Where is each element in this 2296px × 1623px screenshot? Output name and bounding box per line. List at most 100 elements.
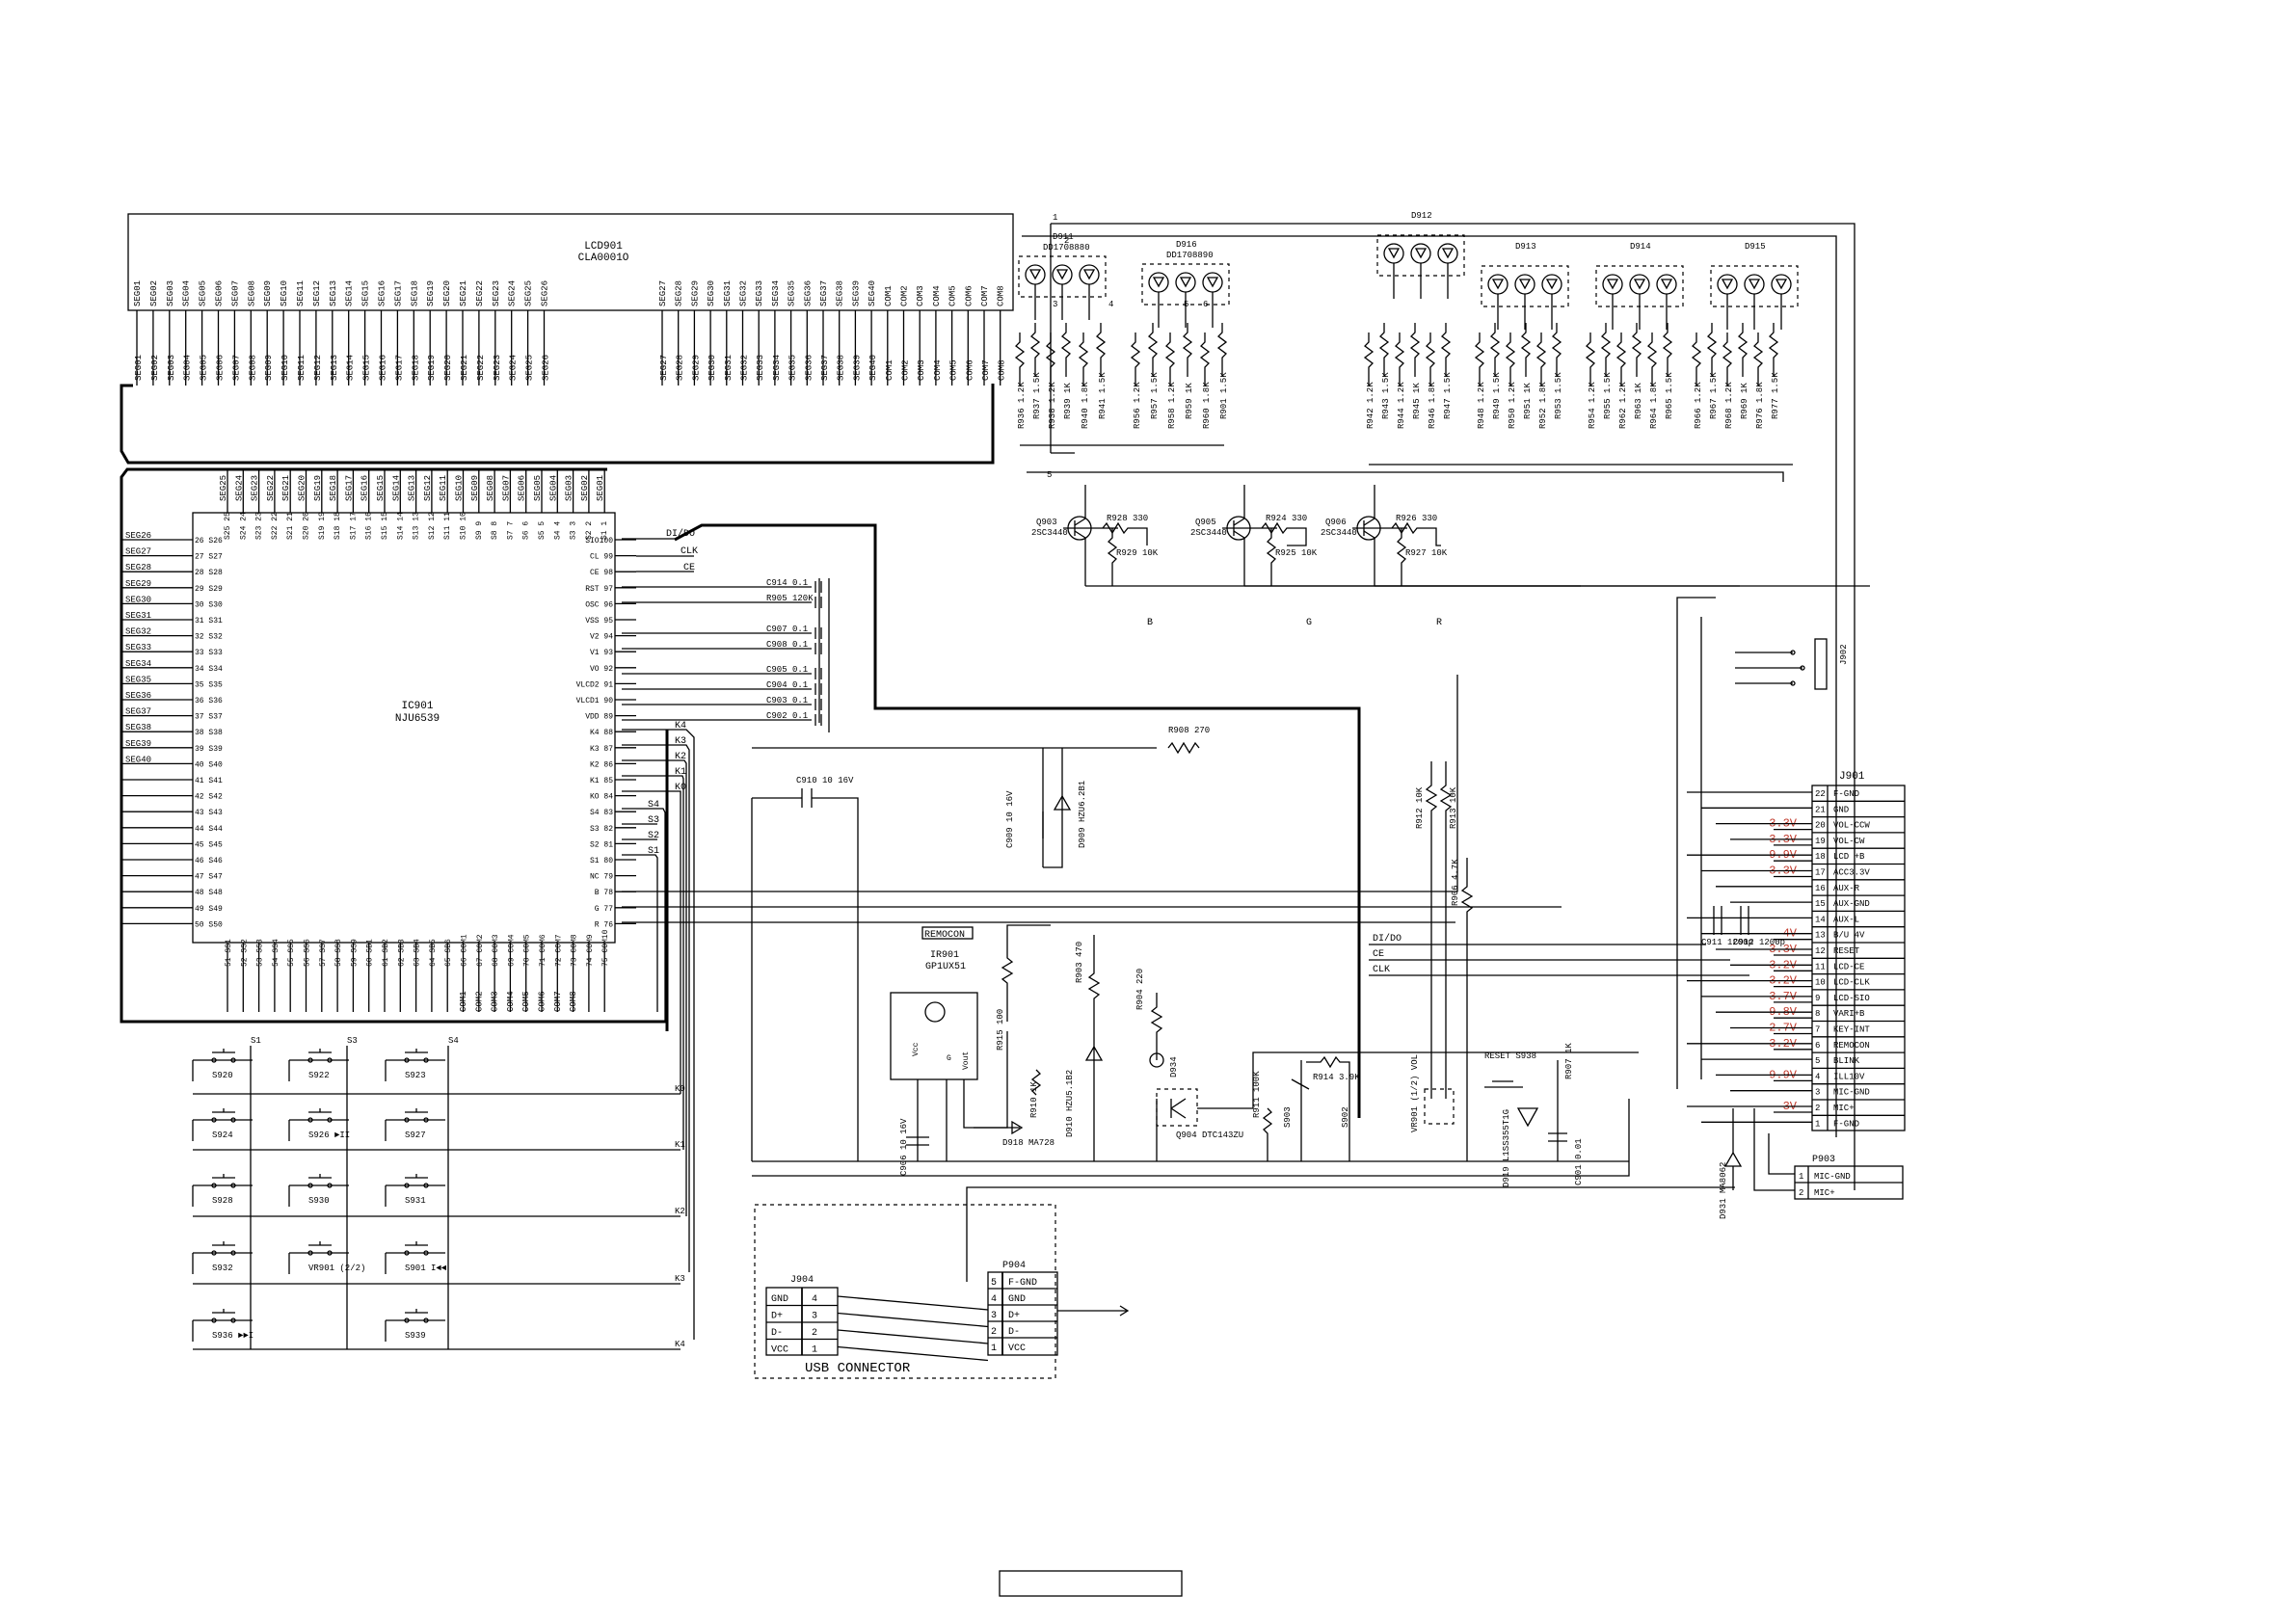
j901-pin-no: 5: [1815, 1056, 1820, 1066]
led-resistor-label: R901 1.5K: [1219, 372, 1229, 419]
lcd-pin-label: SEG23: [492, 280, 501, 306]
lcd-pin-label: COM3: [916, 285, 925, 306]
ic-top-pin: S22 22: [271, 512, 280, 540]
bus-label-k0: K0: [675, 783, 686, 793]
ic-top-net: SEG21: [281, 475, 291, 501]
lcd-net-label: SEG05: [200, 355, 209, 381]
ic-left-pin: 47 S47: [195, 873, 223, 882]
ic-left-net: SEG37: [125, 707, 151, 717]
j904-ref: J904: [790, 1275, 814, 1286]
led-resistor-label: R949 1.5K: [1492, 372, 1502, 419]
transistor-rpull: R925 10K: [1275, 548, 1318, 558]
ic-left-net: SEG34: [125, 659, 151, 669]
switch-label: S924: [212, 1131, 233, 1140]
ic-top-pin: S23 23: [255, 512, 264, 540]
ic901-body: [192, 512, 616, 944]
lcd-net-label: SEG03: [167, 355, 176, 381]
ir-pin-vcc: Vcc: [912, 1042, 921, 1056]
r915-label: R915 100: [996, 1009, 1005, 1051]
ic-left-pin: 36 S36: [195, 697, 223, 705]
lcd-net-label: SEG11: [297, 355, 307, 381]
ic-right-pin: K4 88: [590, 729, 613, 737]
ic-bottom-net: COM5: [521, 991, 531, 1012]
ic-top-pin: S9 9: [475, 521, 484, 540]
led-ref: D915: [1745, 242, 1766, 252]
lcd-pin-label: SEG27: [658, 280, 668, 306]
ic-left-pin: 48 S48: [195, 889, 223, 897]
j901-pin-name: LCD-CLK: [1833, 978, 1870, 988]
p903-pin1-name: MIC-GND: [1814, 1172, 1851, 1182]
lcd-pin-label: SEG06: [215, 280, 225, 306]
lcd-pin-label: SEG22: [475, 280, 485, 306]
ic-right-pin: B 78: [595, 889, 613, 897]
ic-bottom-pin: 72 COM7: [554, 934, 563, 967]
lcd-net-label: SEG39: [852, 355, 862, 381]
transistor-ref: Q906: [1325, 518, 1347, 527]
bottom-empty-box: [999, 1570, 1183, 1597]
led-ref: D911: [1053, 232, 1074, 242]
d918-label: D918 MA728: [1002, 1138, 1055, 1148]
lcd-net-label: COM3: [917, 359, 926, 381]
lcd-pin-label: SEG32: [739, 280, 749, 306]
ic-top-net: SEG07: [501, 475, 511, 501]
led-marker: 3: [1053, 300, 1057, 309]
c910-label: C910 10 16V: [796, 776, 854, 785]
ir901-body: [890, 992, 978, 1080]
j901-pin-no: 7: [1815, 1025, 1820, 1035]
c912-label: C912 1200p: [1733, 938, 1785, 947]
r903-label: R903 470: [1075, 942, 1084, 983]
j904-pin-name: D-: [771, 1328, 783, 1339]
d931-label: D931 MA8062: [1719, 1162, 1728, 1219]
j901-ref: J901: [1839, 771, 1865, 783]
led-ref: D914: [1630, 242, 1651, 252]
led-marker: 5: [1184, 300, 1188, 309]
ic-top-net: SEG16: [360, 475, 370, 501]
ic-left-net: SEG33: [125, 643, 151, 652]
switch-label: S922: [308, 1071, 330, 1080]
ic-bottom-pin: 61 SB2: [382, 939, 390, 967]
bus-label-k2: K2: [675, 752, 686, 762]
transistor-rpull: R929 10K: [1116, 548, 1159, 558]
j901-pin-no: 4: [1815, 1072, 1820, 1081]
transistor-rbase: R928 330: [1107, 514, 1148, 523]
ic-bottom-pin: 62 SB3: [397, 939, 406, 967]
lcd-pin-label: SEG14: [345, 280, 355, 306]
p904-body: [987, 1271, 1058, 1356]
ic-bottom-pin: 67 COM2: [476, 934, 485, 967]
ic-bottom-pin: 59 SS9: [350, 939, 359, 967]
ic-bottom-pin: 58 SS8: [334, 939, 343, 967]
ic-bottom-pin: 66 COM1: [461, 934, 469, 967]
r907-label: R907 1K: [1564, 1043, 1574, 1079]
ic-right-pin: S2 81: [590, 840, 613, 849]
lcd-net-label: SEG18: [411, 355, 420, 381]
q904-label: Q904 DTC143ZU: [1176, 1131, 1243, 1140]
lcd-pin-label: SEG05: [199, 280, 208, 306]
bus-label-s3: S3: [648, 815, 659, 826]
j901-pin-no: 18: [1815, 852, 1826, 862]
led-resistor-label: R962 1.2K: [1618, 382, 1628, 429]
led-resistor-label: R942 1.2K: [1366, 382, 1375, 429]
transistor-net: B: [1147, 618, 1153, 628]
lcd-net-label: SEG01: [134, 355, 144, 381]
led-resistor-label: R945 1K: [1412, 383, 1422, 419]
ic-right-pin: K2 86: [590, 760, 613, 769]
lcd-pin-label: SEG08: [247, 280, 256, 306]
r904-label: R904 220: [1135, 969, 1145, 1010]
r911-label: R911 100K: [1252, 1071, 1262, 1118]
lcd-net-label: SEG33: [756, 355, 765, 381]
ic-top-net: SEG10: [455, 475, 465, 501]
lcd-net-label: SEG24: [509, 355, 519, 381]
lcd-pin-label: SEG19: [426, 280, 436, 306]
lcd-net-label: SEG28: [676, 355, 685, 381]
j904-pin-no: 2: [812, 1328, 817, 1339]
ic-left-net: SEG26: [125, 531, 151, 541]
switch-label: S901 I◄◄: [405, 1264, 447, 1273]
j904-pin-no: 1: [812, 1345, 817, 1356]
ic-top-net: SEG12: [423, 475, 433, 501]
